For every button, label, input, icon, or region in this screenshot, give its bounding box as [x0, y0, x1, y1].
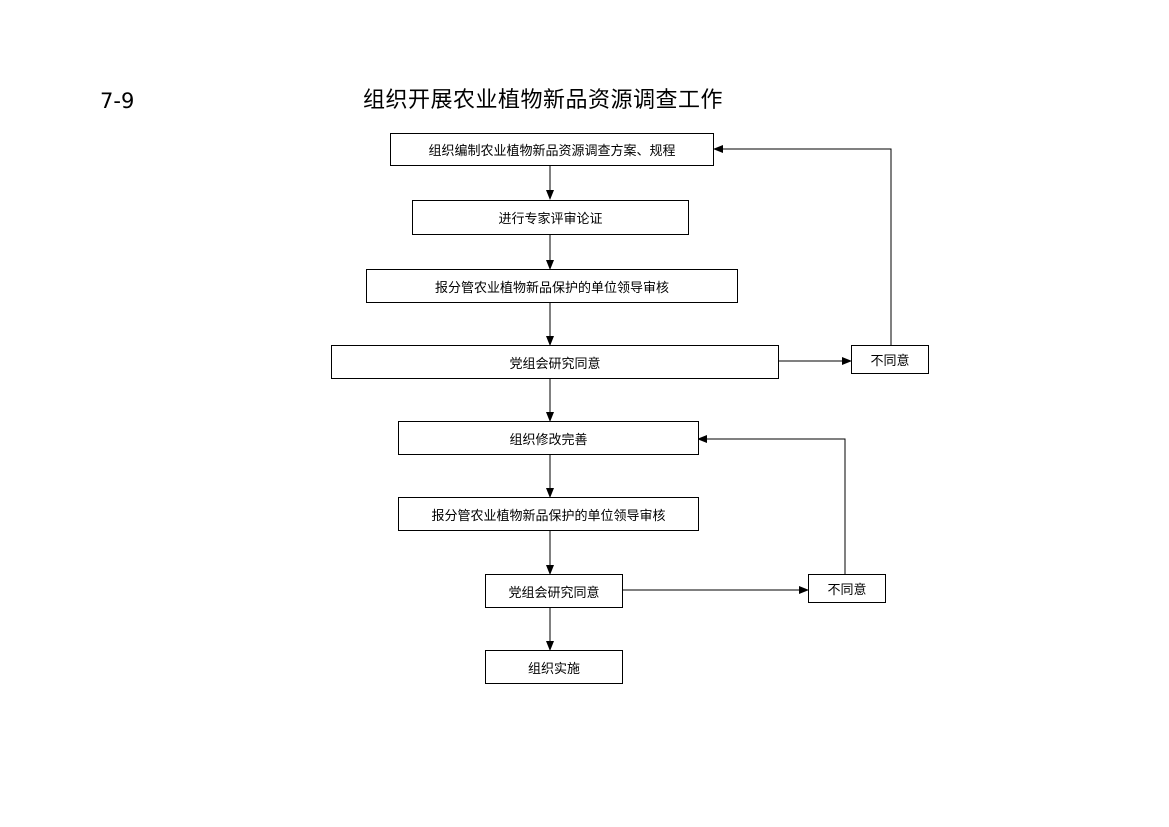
- step-expert-review: 进行专家评审论证: [412, 200, 689, 235]
- arrow-reject-loop-to-step1: [713, 145, 892, 345]
- page-title: 组织开展农业植物新品资源调查工作: [363, 88, 724, 113]
- step-party-approval-2: 党组会研究同意: [485, 574, 623, 608]
- step-implement: 组织实施: [485, 650, 623, 684]
- reject-box-1: 不同意: [851, 345, 929, 374]
- arrow-reject-loop-to-step5: [697, 435, 846, 574]
- step-leader-review-2: 报分管农业植物新品保护的单位领导审核: [398, 497, 699, 531]
- reject-box-2: 不同意: [808, 574, 886, 603]
- step-leader-review-1: 报分管农业植物新品保护的单位领导审核: [366, 269, 738, 303]
- step-revise: 组织修改完善: [398, 421, 699, 455]
- step-party-approval-1: 党组会研究同意: [331, 345, 779, 379]
- step-draft-survey-plan: 组织编制农业植物新品资源调查方案、规程: [390, 133, 714, 166]
- figure-number: 7-9: [100, 89, 135, 113]
